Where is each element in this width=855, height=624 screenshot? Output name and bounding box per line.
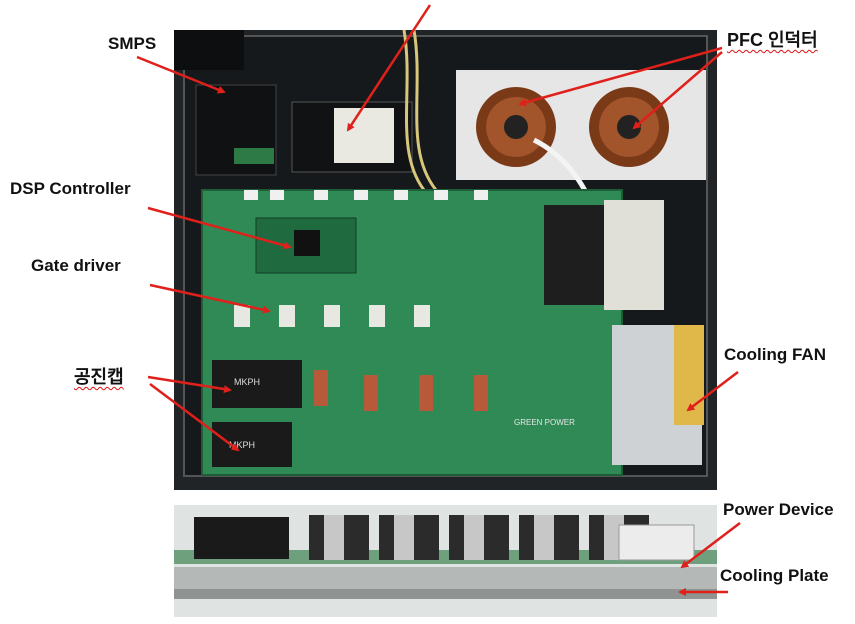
film-cap-brand-1: MKPH [234,377,260,387]
label-dsp-controller: DSP Controller [10,179,131,198]
film-cap-brand-2: MKPH [229,440,255,450]
label-smps: SMPS [108,34,157,53]
board-illustration: MKPH MKPH GREEN POWER [174,30,717,490]
label-pfc-inductor: PFC 인덕터 [727,26,818,52]
board-photo: MKPH MKPH GREEN POWER [174,30,717,490]
side-view-illustration [174,505,717,617]
label-cooling-fan: Cooling FAN [724,345,826,364]
label-cooling-plate: Cooling Plate [720,566,829,585]
label-pfc-inductor-text: PFC 인덕터 [727,30,818,50]
label-power-device: Power Device [723,500,834,519]
side-view-photo [174,505,717,617]
label-film-cap: 공진캡 [74,363,124,389]
label-film-cap-text: 공진캡 [74,367,124,387]
board-brand-text: GREEN POWER [514,418,575,427]
label-gate-driver: Gate driver [31,256,121,275]
